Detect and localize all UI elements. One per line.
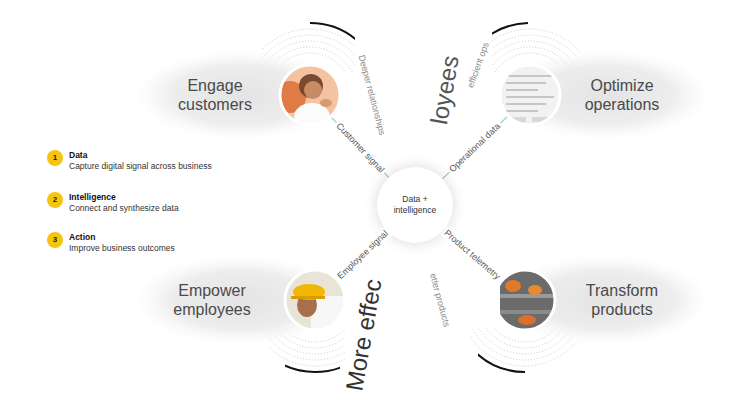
hat-brim [291,296,325,299]
connector-label: Product telemetry [441,226,505,283]
step-heading: Action [69,232,257,243]
photo-illustration [285,270,345,336]
photo-illustration [500,270,555,330]
robot-arm [518,315,536,325]
step-body: Capture digital signal across business [69,161,257,172]
focus-petal: Empower employees [135,255,345,345]
photo-frame [280,65,340,125]
person-hand [320,99,332,107]
callout-dot: 1 [47,150,63,166]
arc-caption-large: More effec [340,275,388,395]
petal-shape [135,50,345,140]
step-item: 1 DataCapture digital signal across busin… [47,150,257,174]
accent-arc [492,23,528,48]
screen-row [506,110,538,112]
arc-caption-large: loyees [425,51,465,128]
petal-fill [135,255,345,345]
step-body: Connect and synthesize data [69,203,257,214]
photo-illustration [274,65,340,131]
focus-petal: Transform products [500,255,710,345]
person-face [304,81,322,99]
hub-text: Data + intelligence [387,194,443,216]
focus-title: Empower employees [157,281,267,319]
photo-ground [500,270,555,330]
arc-caption: etter products [428,270,453,330]
petal-fill [135,50,345,140]
step-heading: Data [69,150,257,161]
machine-bar [500,310,555,314]
robot-arm [505,280,521,292]
focus-title: Transform products [567,281,677,319]
focus-petal: Engage customers [135,50,345,140]
callout-number: 3 [47,232,63,248]
machine-bar [500,294,555,298]
focus-petal: Optimize operations [500,50,710,140]
connector-label: Operational data [446,119,505,176]
petal-fill [500,50,710,140]
photo-frame [285,270,345,330]
petal-shape [500,255,710,345]
photo-illustration [500,65,560,125]
photo-frame [500,270,555,330]
screen-row [506,75,554,77]
callout-dot: 3 [47,232,63,248]
person-hair [299,74,323,98]
petal-shape [500,50,710,140]
arc-caption: Deeper relationships [356,52,388,138]
focus-title: Optimize operations [567,76,677,114]
accent-arc [285,350,340,372]
screen-row [506,96,554,98]
person-body [294,103,330,131]
step-heading: Intelligence [69,192,257,203]
photo-ground [500,65,560,125]
step-item: 3 ActionImprove business outcomes [47,232,257,256]
callout-dot: 2 [47,192,63,208]
accent-arc [478,350,525,372]
screen-row [506,103,546,105]
callout-number: 1 [47,150,63,166]
callout-number: 2 [47,192,63,208]
arc-caption: efficient ops [464,39,491,91]
step-body: Improve business outcomes [69,243,257,254]
screen-row [506,89,538,91]
focus-title: Engage customers [160,76,270,114]
screen-row [506,82,546,84]
accent-arc [310,23,355,48]
robot-arm [528,285,542,295]
petal-shape [135,255,345,345]
photo-frame [500,65,560,125]
step-item: 2 IntelligenceConnect and synthesize data [47,192,257,216]
